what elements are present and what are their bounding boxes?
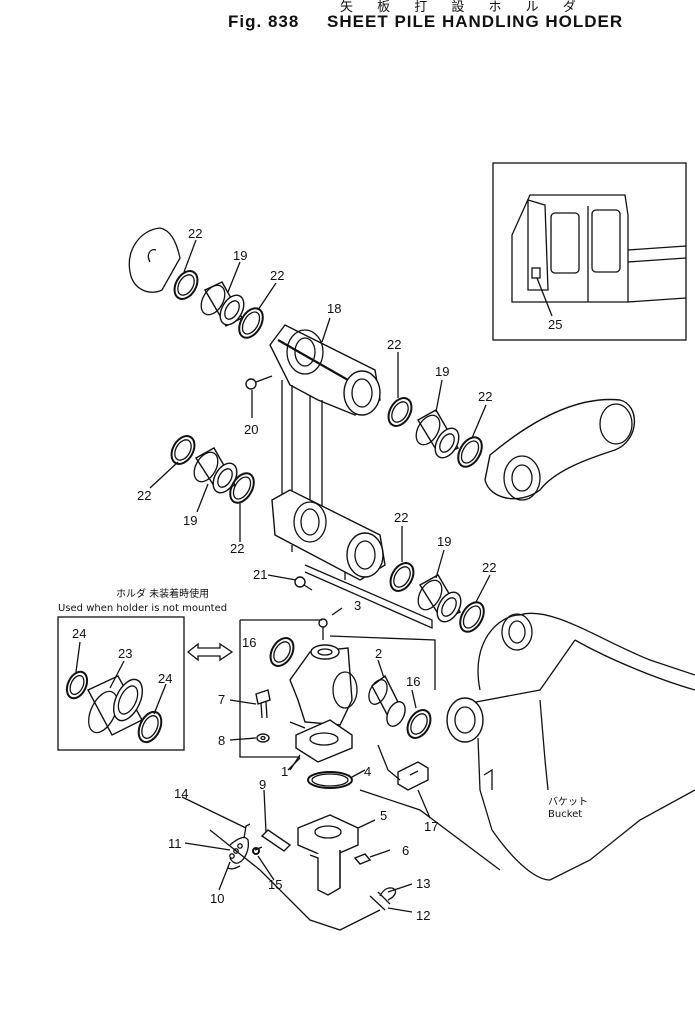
bolt-6 [353,849,391,865]
callout-23: 23 [118,646,132,661]
callout-22: 22 [394,510,408,525]
rings-16 [269,637,432,739]
callout-7: 7 [218,692,225,707]
bucket [446,612,695,881]
callout-12: 12 [416,908,430,923]
callout-25: 25 [548,317,562,332]
callout-20: 20 [244,422,258,437]
block-17 [397,761,431,819]
callout-19: 19 [233,248,247,263]
holder-1 [289,644,358,771]
callout-labels: 22 19 22 18 20 22 19 22 22 19 22 22 19 2… [72,226,562,923]
bolt-3 [318,607,343,640]
link-18 [269,317,433,629]
figure-name: SHEET PILE HANDLING HOLDER [327,12,624,31]
cab-inset [492,162,687,341]
callout-22: 22 [137,488,151,503]
callout-13: 13 [416,876,430,891]
figure-number: Fig. 838 [228,12,300,31]
oring-4 [307,769,366,789]
holder-outline [239,619,501,871]
callout-22: 22 [387,337,401,352]
bushing-set-d [389,562,485,633]
callout-22: 22 [270,268,284,283]
callout-22: 22 [482,560,496,575]
leader-18 [321,317,331,343]
title-japanese: 矢 板 打 設 ホ ル ダ [340,0,586,15]
bucket-label-en: Bucket [548,809,582,820]
bracket-5 [297,814,376,896]
callout-6: 6 [402,843,409,858]
callout-1: 1 [281,764,288,779]
bushing-set-a [173,270,264,339]
callout-19: 19 [437,534,451,549]
leader-lines [75,239,491,913]
callout-11: 11 [168,836,182,851]
pin-12-clip-13 [369,887,397,911]
grease-fitting-20 [245,375,273,418]
pin-2 [368,674,406,727]
callout-18: 18 [327,301,341,316]
fitting-21 [294,576,313,591]
callout-2: 2 [375,646,382,661]
arm-upper-right [484,398,636,501]
callout-22: 22 [188,226,202,241]
callout-14: 14 [174,786,188,801]
callout-22: 22 [478,389,492,404]
callout-16: 16 [242,635,256,650]
leader-25 [536,277,553,317]
note-not-mounted-en: Used when holder is not mounted [58,603,227,614]
bucket-label-jp: バケット [548,796,588,808]
callout-3: 3 [354,598,361,613]
callout-4: 4 [364,764,371,779]
not-mounted-inset [57,616,185,751]
callout-17: 17 [424,819,438,834]
callout-19: 19 [435,364,449,379]
callout-16: 16 [406,674,420,689]
bolt-7-washer-8 [255,689,271,743]
callout-10: 10 [210,891,224,906]
callout-8: 8 [218,733,225,748]
callout-24: 24 [72,626,86,641]
callout-21: 21 [253,567,267,582]
bushing-set-b [387,397,483,468]
note-not-mounted-jp: ホルダ 未装着時使用 [116,587,209,600]
callout-22: 22 [230,541,244,556]
callout-19: 19 [183,513,197,528]
callout-9: 9 [259,777,266,792]
callout-24: 24 [158,671,172,686]
interchange-arrow [186,642,234,662]
bracket-upper-left [128,227,181,293]
figure-title: Fig. 838 SHEET PILE HANDLING HOLDER [228,12,623,32]
callout-5: 5 [380,808,387,823]
bushing-set-c [170,435,255,504]
callout-15: 15 [268,877,282,892]
